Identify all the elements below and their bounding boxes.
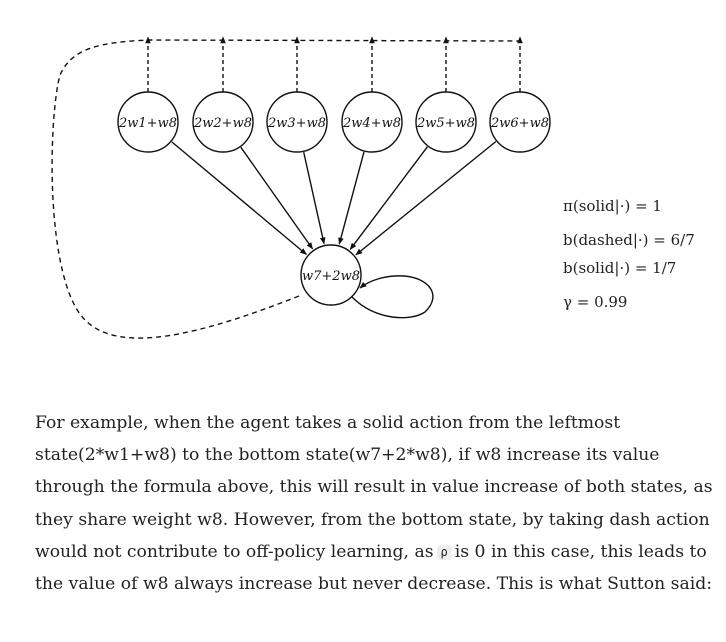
top-state-label-2: 2w2+w8 [193,116,252,131]
explanation-paragraph: For example, when the agent takes a soli… [35,407,717,600]
solid-arrow-6 [355,140,497,256]
paragraph-text-part2: is 0 in this case, this leads to the val… [35,541,713,595]
bairds-counterexample-diagram: 2w1+w8 2w2+w8 2w3+w8 2w4+w8 2w5+w8 2w6+w8 w7+… [51,36,551,339]
paragraph-text-part1: For example, when the agent takes a soli… [35,413,713,562]
top-state-6: 2w6+w8 [489,91,551,153]
bottom-state-label: w7+2w8 [302,269,360,284]
solid-arrow-2 [240,146,314,250]
legend-behavior-dashed: b(dashed|·) = 6/7 [563,231,695,249]
top-state-2: 2w2+w8 [192,91,254,153]
self-loop-arrow [351,275,434,319]
legend-target-policy: π(solid|·) = 1 [563,197,662,215]
top-state-label-5: 2w5+w8 [416,116,475,131]
solid-arrow-5 [349,146,428,250]
top-state-1: 2w1+w8 [117,91,179,153]
top-state-3: 2w3+w8 [266,91,328,153]
legend-behavior-solid: b(solid|·) = 1/7 [563,259,677,277]
solid-arrow-4 [338,151,365,245]
dashed-return-path [51,39,521,339]
top-state-label-4: 2w4+w8 [342,116,401,131]
rho-inline-code: ρ [436,544,452,560]
top-state-label-1: 2w1+w8 [118,116,177,131]
solid-arrow-3 [303,152,326,245]
legend-discount: γ = 0.99 [563,293,628,311]
top-state-4: 2w4+w8 [341,91,403,153]
bottom-state: w7+2w8 [300,244,362,306]
top-state-label-3: 2w3+w8 [267,116,326,131]
top-state-5: 2w5+w8 [415,91,477,153]
top-state-label-6: 2w6+w8 [490,116,549,131]
solid-arrow-1 [171,141,307,256]
